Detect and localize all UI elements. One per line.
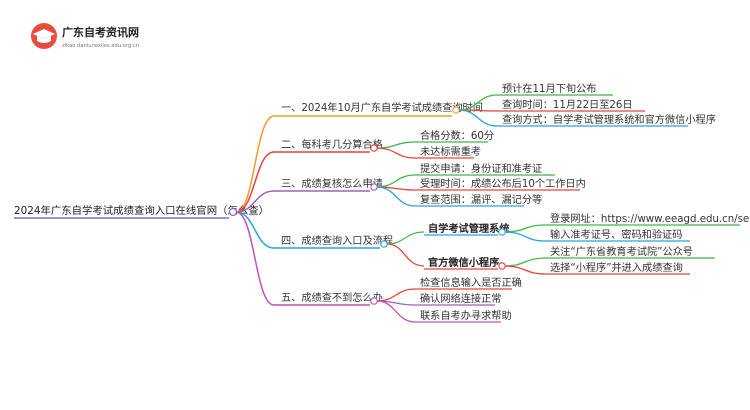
branch-4-sub-1-item-2: 输入准考证号、密码和验证码 bbox=[550, 228, 682, 241]
branch-3-item-2: 受理时间：成绩公布后10个工作日内 bbox=[420, 177, 586, 190]
root-node-dot bbox=[228, 207, 238, 217]
branch-3-item-3: 复查范围：漏评、漏记分等 bbox=[420, 193, 542, 206]
branch-4-sub-1-item-1: 登录网址：https://www.eeagd.edu.cn/selfec/ bbox=[550, 212, 750, 225]
root-node-label: 2024年广东自学考试成绩查询入口在线官网（怎么查） bbox=[14, 204, 269, 217]
edge-root-b2 bbox=[235, 151, 275, 213]
branch-1-item-3: 查询方式：自学考试管理系统和官方微信小程序 bbox=[502, 113, 716, 126]
edge-root-b1 bbox=[235, 115, 275, 213]
branch-4-sub-2-item-1: 关注“广东省教育考试院”公众号 bbox=[550, 245, 693, 258]
branch-4-sub-2-dot bbox=[498, 262, 506, 270]
branch-2-item-2: 未达标需重考 bbox=[420, 145, 481, 158]
branch-5-item-1: 检查信息输入是否正确 bbox=[420, 276, 522, 289]
edge-root-b4 bbox=[235, 211, 275, 249]
branch-5: 五、成绩查不到怎么办 检查信息输入是否正确 确认网络连接正常 联系自考办寻求帮助 bbox=[274, 276, 522, 323]
branch-2-dot bbox=[370, 144, 378, 152]
branch-5-dot bbox=[370, 297, 378, 305]
graduation-cap-icon bbox=[33, 29, 55, 39]
branch-5-item-2: 确认网络连接正常 bbox=[420, 292, 502, 305]
branch-1-label: 一、2024年10月广东自学考试成绩查询时间 bbox=[281, 101, 483, 114]
branch-1-item-1: 预计在11月下旬公布 bbox=[502, 82, 596, 95]
branch-4-sub-2-item-2: 选择“小程序”并进入成绩查询 bbox=[550, 261, 683, 274]
branch-4-sub-1-dot bbox=[498, 228, 506, 236]
branch-5-item-3: 联系自考办寻求帮助 bbox=[420, 309, 512, 322]
branch-1: 一、2024年10月广东自学考试成绩查询时间 预计在11月下旬公布 查询时间：1… bbox=[274, 82, 716, 127]
edge-root-b3 bbox=[235, 190, 275, 213]
branch-3-item-1: 提交申请：身份证和准考证 bbox=[420, 162, 542, 175]
branch-3: 三、成绩复核怎么申请 提交申请：身份证和准考证 受理时间：成绩公布后10个工作日… bbox=[274, 162, 586, 207]
branch-1-dot bbox=[452, 106, 460, 114]
site-logo: 广东自考资讯网 zikao.danlunexiles.edu.org.cn bbox=[31, 23, 139, 49]
branch-4: 四、成绩查询入口及流程 自学考试管理系统 登录网址：https://www.ee… bbox=[274, 212, 750, 275]
branch-1-item-2: 查询时间：11月22日至26日 bbox=[502, 98, 633, 111]
branch-4-label: 四、成绩查询入口及流程 bbox=[281, 234, 393, 247]
logo-title: 广东自考资讯网 bbox=[62, 25, 139, 39]
branch-2-item-1: 合格分数：60分 bbox=[420, 129, 494, 142]
branch-3-dot bbox=[370, 183, 378, 191]
edge-root-b5 bbox=[235, 211, 275, 306]
branch-4-sub-2-label: 官方微信小程序 bbox=[428, 256, 499, 269]
branch-4-sub-1-label: 自学考试管理系统 bbox=[428, 222, 510, 235]
logo-subtitle: zikao.danlunexiles.edu.org.cn bbox=[62, 43, 139, 49]
branch-4-dot bbox=[380, 240, 388, 248]
branch-5-label: 五、成绩查不到怎么办 bbox=[281, 291, 383, 304]
branch-2-label: 二、每科考几分算合格 bbox=[281, 138, 383, 151]
branch-3-label: 三、成绩复核怎么申请 bbox=[281, 177, 383, 190]
branch-2: 二、每科考几分算合格 合格分数：60分 未达标需重考 bbox=[274, 129, 494, 159]
